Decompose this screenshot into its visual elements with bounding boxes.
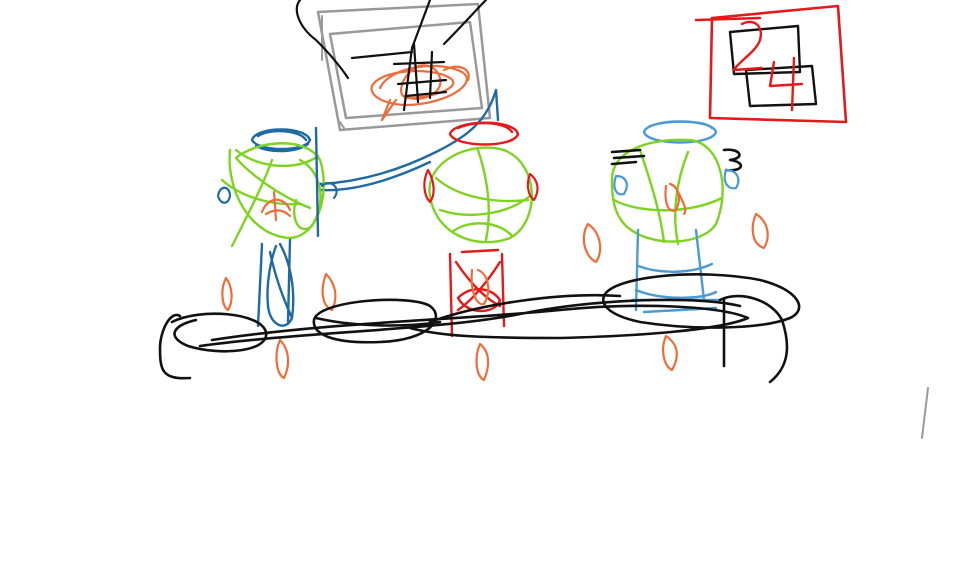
figure-middle	[423, 121, 539, 382]
stray-dot	[913, 345, 915, 347]
monitor-sketch	[295, 0, 500, 192]
figure-middle-ears	[423, 168, 539, 204]
monitor-frame-outer	[316, 2, 492, 132]
figure-right-eyebrows	[610, 148, 743, 172]
sofa-base	[158, 273, 801, 384]
sofa-left-cushion	[158, 312, 268, 380]
cable-line	[318, 88, 500, 192]
window-red-frame	[694, 4, 848, 124]
figure-right-hands	[582, 212, 769, 372]
figure-left-hat	[250, 128, 312, 153]
stray-dot	[813, 559, 815, 561]
figure-left	[216, 126, 338, 380]
sofa-middle-cushion	[312, 298, 442, 344]
sofa-long-loop	[198, 293, 750, 348]
stray-dot	[880, 328, 883, 331]
stray-dot	[905, 401, 907, 403]
sofa-right-cushion	[601, 273, 801, 384]
figure-middle-head	[428, 146, 533, 244]
figure-left-ear	[216, 182, 338, 204]
monitor-orange-scribble	[370, 64, 470, 122]
figure-right-head	[610, 138, 724, 246]
figure-right-face	[664, 182, 687, 216]
monitor-black-lines	[295, 0, 488, 112]
figure-middle-feet	[470, 268, 490, 382]
monitor-frame-stroke	[321, 15, 345, 129]
figure-right-body	[630, 228, 722, 314]
monitor-frame-inner	[328, 20, 484, 120]
figure-left-head	[220, 142, 325, 248]
window-black-panes	[728, 24, 818, 108]
window-red-digits	[732, 20, 804, 112]
window-sketch-top-right	[694, 4, 848, 124]
figure-right	[582, 120, 769, 372]
stray-line	[921, 387, 929, 439]
figure-left-face	[260, 190, 292, 222]
figure-middle-hat	[448, 121, 520, 146]
figure-right-ears	[613, 168, 740, 196]
figure-left-body	[256, 126, 320, 328]
figure-left-limbs	[221, 272, 337, 380]
figure-middle-body	[448, 248, 506, 338]
stray-dot	[940, 310, 943, 313]
stray-marks	[813, 310, 943, 561]
stray-dot	[871, 459, 873, 461]
